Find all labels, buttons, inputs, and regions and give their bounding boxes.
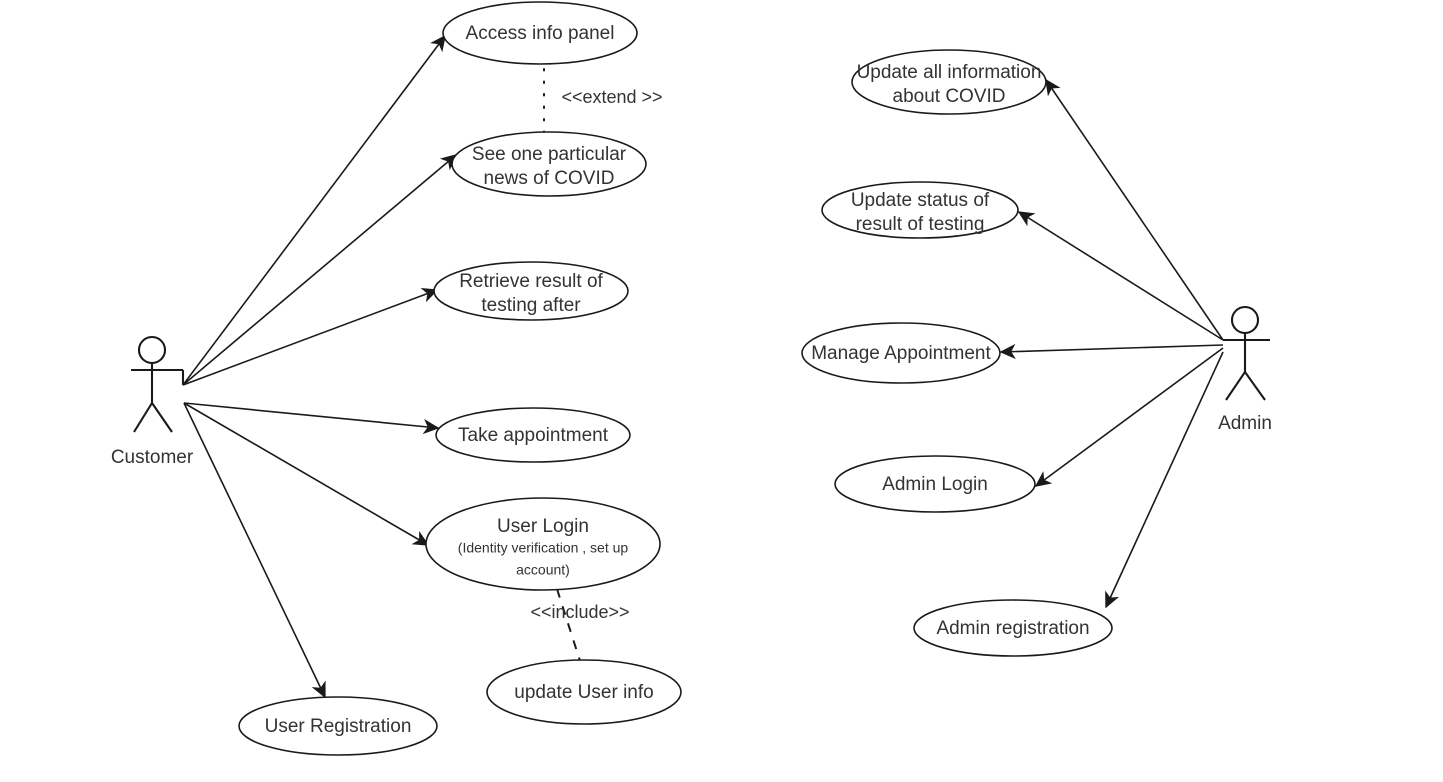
actor-customer[interactable]: Customer bbox=[111, 335, 194, 468]
include-stereotype-label: <<include>> bbox=[530, 602, 629, 622]
use-case-user-login[interactable]: User Login (Identity verification , set … bbox=[425, 497, 661, 591]
use-case-retrieve-result-of-testing-after[interactable]: Retrieve result of testing after bbox=[433, 261, 629, 321]
use-case-ellipse bbox=[442, 1, 638, 65]
use-case-ellipse bbox=[433, 261, 629, 321]
association-customer-to-user-login bbox=[183, 402, 430, 546]
use-case-label: Admin registration bbox=[936, 618, 1089, 639]
use-cases-layer: Access info panel See one particular new… bbox=[238, 1, 1113, 756]
use-case-label: Update all information bbox=[857, 62, 1042, 83]
use-case-user-registration[interactable]: User Registration bbox=[238, 696, 438, 756]
actor-leg-right-icon bbox=[151, 402, 173, 433]
use-case-label: Take appointment bbox=[458, 425, 609, 446]
use-case-label: User Registration bbox=[265, 716, 412, 737]
actor-admin[interactable]: Admin bbox=[1218, 305, 1272, 434]
use-case-label: update User info bbox=[514, 682, 653, 703]
use-case-manage-appointment[interactable]: Manage Appointment bbox=[801, 322, 1001, 384]
association-admin-to-update-all-information bbox=[1045, 78, 1224, 341]
use-case-access-info-panel[interactable]: Access info panel bbox=[442, 1, 638, 65]
use-case-label-line2: about COVID bbox=[893, 86, 1006, 107]
association-admin-to-update-status bbox=[1017, 211, 1224, 341]
use-case-label-line2: result of testing bbox=[856, 214, 985, 235]
use-case-ellipse bbox=[821, 181, 1019, 239]
actors-layer: Customer Admin bbox=[111, 305, 1272, 468]
use-case-ellipse bbox=[435, 407, 631, 463]
association-admin-to-admin-login bbox=[1034, 347, 1224, 487]
actor-label: Admin bbox=[1218, 413, 1272, 434]
association-customer-to-take-appointment bbox=[183, 402, 440, 435]
use-case-ellipse bbox=[834, 455, 1036, 513]
use-case-take-appointment[interactable]: Take appointment bbox=[435, 407, 631, 463]
use-case-label: Admin Login bbox=[882, 474, 988, 495]
use-case-label: Retrieve result of bbox=[459, 271, 603, 292]
use-case-ellipse bbox=[238, 696, 438, 756]
use-case-label-line2: news of COVID bbox=[484, 168, 615, 189]
actor-head-icon bbox=[137, 335, 167, 365]
use-case-sublabel-line2: account) bbox=[516, 562, 570, 578]
association-customer-to-user-registration bbox=[183, 402, 326, 699]
association-admin-to-manage-appointment bbox=[999, 343, 1224, 360]
use-case-admin-login[interactable]: Admin Login bbox=[834, 455, 1036, 513]
use-case-ellipse bbox=[486, 659, 682, 725]
actor-head-icon bbox=[1230, 305, 1260, 335]
use-case-admin-registration[interactable]: Admin registration bbox=[913, 599, 1113, 657]
association-customer-to-access-info-panel bbox=[182, 34, 446, 386]
use-case-label: See one particular bbox=[472, 144, 627, 165]
use-case-ellipse bbox=[451, 131, 647, 197]
use-case-sublabel-line1: (Identity verification , set up bbox=[458, 540, 629, 556]
actor-label: Customer bbox=[111, 447, 194, 468]
use-case-ellipse bbox=[801, 322, 1001, 384]
relationships-layer bbox=[543, 61, 582, 665]
use-case-label: Update status of bbox=[851, 190, 990, 211]
actor-leg-left-icon bbox=[1225, 371, 1246, 401]
use-case-update-user-info[interactable]: update User info bbox=[486, 659, 682, 725]
use-case-ellipse bbox=[913, 599, 1113, 657]
stereotype-layer: <<extend >> <<include>> bbox=[530, 87, 662, 622]
associations-layer bbox=[182, 34, 1224, 699]
include-relationship-line bbox=[556, 588, 582, 665]
actor-leg-right-icon bbox=[1244, 371, 1266, 401]
use-case-update-status-of-result-of-testing[interactable]: Update status of result of testing bbox=[821, 181, 1019, 239]
use-case-update-all-information-about-covid[interactable]: Update all information about COVID bbox=[851, 49, 1047, 115]
use-case-ellipse bbox=[851, 49, 1047, 115]
use-case-label: Access info panel bbox=[466, 23, 615, 44]
actor-leg-left-icon bbox=[133, 402, 153, 433]
association-admin-to-admin-registration bbox=[1105, 351, 1224, 609]
use-case-label: Manage Appointment bbox=[811, 343, 991, 364]
use-case-label: User Login bbox=[497, 516, 589, 537]
extend-stereotype-label: <<extend >> bbox=[561, 87, 662, 107]
association-customer-to-retrieve-result bbox=[182, 287, 439, 386]
use-case-see-one-particular-news-of-covid[interactable]: See one particular news of COVID bbox=[451, 131, 647, 197]
use-case-label-line2: testing after bbox=[481, 295, 581, 316]
use-case-ellipse bbox=[425, 497, 661, 591]
association-customer-to-see-news bbox=[182, 154, 458, 386]
